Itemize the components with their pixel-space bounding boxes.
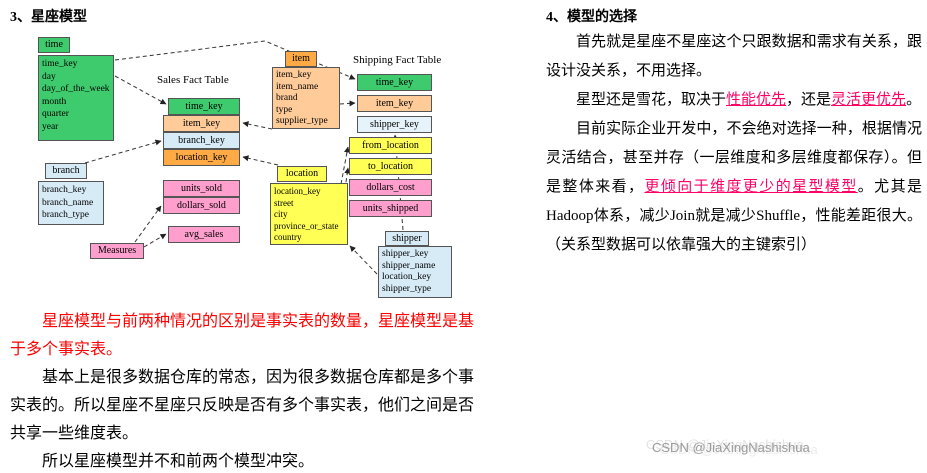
measures-label: Measures: [90, 243, 144, 259]
location-field: city: [274, 209, 288, 219]
branch-table-label: branch: [45, 163, 87, 179]
item-field: brand: [276, 93, 298, 103]
right-column: 4、模型的选择 首先就是星座不星座这个只跟数据和需求有关系，跟设计没关系，不用选…: [546, 6, 922, 260]
shipping-field-dollars_cost: dollars_cost: [349, 179, 432, 196]
branch-dimension-table: branch_key branch_name branch_type: [38, 181, 104, 225]
right-paragraph-2: 星型还是雪花，取决于性能优先，还是灵活更优先。: [546, 86, 922, 115]
time-field: day_of_the_week: [42, 84, 110, 94]
item-table-label: item: [285, 51, 317, 67]
para3-text: 。尤其是Hadoop体系，减少Join就是减少Shuffle，性能差距很大。（关…: [546, 179, 922, 253]
sales-field-avg_sales: avg_sales: [168, 226, 240, 243]
sales-field-units_sold: units_sold: [163, 180, 240, 197]
time-field: day: [42, 71, 56, 82]
location-table-label: location: [277, 166, 327, 182]
para2-text: 。: [906, 92, 922, 108]
location-field: street: [274, 197, 294, 208]
shipper-field: shipper_type: [382, 283, 432, 294]
para3-text: 目前实际企业开发中，不会绝对选择一种，根据情况灵活结合，甚至并存（一层维度和多层…: [546, 121, 922, 195]
section-3-heading: 3、星座模型: [10, 10, 87, 25]
shipping-field-shipper_key: shipper_key: [357, 116, 432, 133]
shipping-field-time_key: time_key: [357, 74, 432, 91]
sales-field-location_key: location_key: [163, 149, 240, 166]
time-dimension-table: time_key day day_of_the_week month quart…: [38, 55, 114, 141]
shipping-fact-table-title: Shipping Fact Table: [353, 54, 442, 66]
left-paragraph-1: 基本上是很多数据仓库的常态，因为很多数据仓库都是多个事实表的。所以星座不星座只反…: [10, 369, 475, 442]
emphasis-flexibility-first: 灵活更优先: [831, 92, 907, 108]
item-field: item_name: [276, 81, 319, 92]
location-field: province_or_state: [274, 220, 339, 231]
item-dimension-table: item_key item_name brand type supplier_t…: [272, 67, 340, 129]
time-field: quarter: [42, 109, 69, 119]
sales-field-item_key: item_key: [163, 115, 240, 132]
sales-field-dollars_sold: dollars_sold: [163, 197, 240, 214]
time-field: time_key: [42, 59, 78, 69]
constellation-schema-diagram: time time_key day day_of_the_week month …: [35, 34, 472, 302]
section-4-heading: 4、模型的选择: [546, 10, 637, 25]
location-dimension-table: location_key street city province_or_sta…: [270, 183, 348, 245]
shipper-table-label: shipper: [385, 231, 429, 246]
branch-field: branch_name: [42, 197, 94, 208]
item-field: item_key: [276, 70, 312, 80]
shipping-field-from_location: from_location: [349, 137, 432, 154]
sales-fact-table-title: Sales Fact Table: [157, 74, 229, 86]
para2-text: 星型还是雪花，取决于: [576, 92, 727, 108]
shipping-field-to_location: to_location: [349, 158, 432, 175]
shipper-field: location_key: [382, 272, 432, 282]
right-paragraph-1: 首先就是星座不星座这个只跟数据和需求有关系，跟设计没关系，不用选择。: [546, 34, 922, 79]
csdn-watermark: CSDN @JiaXingNashishua: [652, 440, 810, 455]
shipper-field: shipper_key: [382, 249, 429, 259]
location-field: country: [274, 232, 302, 242]
shipper-dimension-table: shipper_key shipper_name location_key sh…: [378, 246, 452, 298]
shipper-field: shipper_name: [382, 260, 436, 271]
sales-field-branch_key: branch_key: [163, 132, 240, 149]
shipping-field-units_shipped: units_shipped: [349, 200, 432, 217]
left-column: 3、星座模型: [10, 6, 474, 473]
time-field: year: [42, 121, 59, 132]
para2-text: ，还是: [786, 92, 832, 108]
location-field: location_key: [274, 186, 321, 196]
item-field: supplier_type: [276, 116, 328, 126]
right-paragraph-3: 目前实际企业开发中，不会绝对选择一种，根据情况灵活结合，甚至并存（一层维度和多层…: [546, 115, 922, 260]
branch-field: branch_key: [42, 185, 87, 195]
emphasis-performance-first: 性能优先: [726, 92, 787, 108]
time-table-label: time: [38, 37, 70, 53]
sales-field-time_key: time_key: [168, 98, 240, 115]
shipping-field-item_key: item_key: [357, 95, 432, 112]
left-paragraph-red: 星座模型与前两种情况的区别是事实表的数量，星座模型是基于多个事实表。: [10, 313, 475, 358]
left-paragraph-2: 所以星座模型并不和前两个模型冲突。: [42, 453, 315, 470]
time-field: month: [42, 96, 67, 107]
emphasis-star-model: 更倾向于维度更少的星型模型: [644, 179, 858, 195]
branch-field: branch_type: [42, 210, 89, 220]
item-field: type: [276, 104, 293, 115]
